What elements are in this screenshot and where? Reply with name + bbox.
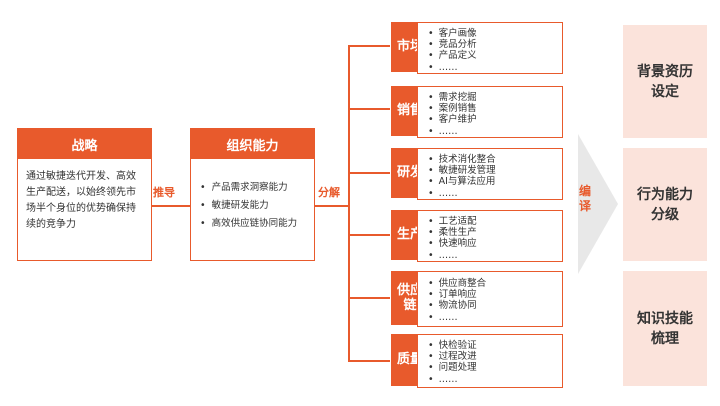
capability-item: 高效供应链协同能力 <box>200 215 314 233</box>
category-item: …… <box>428 188 562 199</box>
strategy-box: 战略 通过敏捷迭代开发、高效生产配送，以始终领先市场半个身位的优势确保持续的竞争… <box>17 128 152 261</box>
bracket-tick-rnd <box>348 172 390 174</box>
capability-box: 组织能力 产品需求洞察能力 敏捷研发能力 高效供应链协同能力 <box>190 128 315 261</box>
compile-arrow-shape <box>578 134 618 274</box>
connector-label-decompose: 分解 <box>318 186 340 199</box>
category-item: …… <box>428 62 562 73</box>
category-box-sales: 需求挖掘 案例销售 客户维护 …… <box>417 86 563 138</box>
category-item: 敏捷研发管理 <box>428 165 562 176</box>
connector-label-derive: 推导 <box>153 186 175 199</box>
category-box-supply-chain: 供应商整合 订单响应 物流协同 …… <box>417 271 563 327</box>
category-item: 柔性生产 <box>428 227 562 238</box>
compile-arrow-label: 编译 <box>578 184 591 213</box>
compile-arrow <box>578 134 618 274</box>
bracket-tick-sales <box>348 108 390 110</box>
category-item: 供应商整合 <box>428 278 562 289</box>
category-item: 问题处理 <box>428 362 562 373</box>
strategy-description: 通过敏捷迭代开发、高效生产配送，以始终领先市场半个身位的优势确保持续的竞争力 <box>26 171 136 230</box>
capability-list: 产品需求洞察能力 敏捷研发能力 高效供应链协同能力 <box>191 159 314 233</box>
category-box-rnd: 技术消化整合 敏捷研发管理 AI与算法应用 …… <box>417 148 563 200</box>
output-background-qualification: 背景资历设定 <box>623 25 707 138</box>
category-item: 竞品分析 <box>428 39 562 50</box>
capability-title: 组织能力 <box>191 129 314 159</box>
category-box-quality: 快检验证 过程改进 问题处理 …… <box>417 334 563 388</box>
category-box-production: 工艺适配 柔性生产 快速响应 …… <box>417 210 563 262</box>
connector-line-1 <box>152 205 190 207</box>
category-item: 快速响应 <box>428 238 562 249</box>
category-item: 客户维护 <box>428 114 562 125</box>
category-item: 快检验证 <box>428 340 562 351</box>
category-item: …… <box>428 126 562 137</box>
category-item: 案例销售 <box>428 103 562 114</box>
category-item: 订单响应 <box>428 289 562 300</box>
category-item: 过程改进 <box>428 351 562 362</box>
strategy-title: 战略 <box>18 129 151 159</box>
category-item: 工艺适配 <box>428 216 562 227</box>
connector-line-2 <box>315 205 349 207</box>
bracket-tick-market <box>348 45 390 47</box>
output-behavior-grading: 行为能力分级 <box>623 148 707 261</box>
category-box-market: 客户画像 竞品分析 产品定义 …… <box>417 22 563 74</box>
bracket-vertical <box>348 45 350 362</box>
category-item: 客户画像 <box>428 28 562 39</box>
bracket-tick-production <box>348 234 390 236</box>
bracket-tick-quality <box>348 360 390 362</box>
category-item: …… <box>428 250 562 261</box>
capability-item: 敏捷研发能力 <box>200 197 314 215</box>
category-item: 需求挖掘 <box>428 92 562 103</box>
category-item: 产品定义 <box>428 50 562 61</box>
category-item: 物流协同 <box>428 300 562 311</box>
capability-item: 产品需求洞察能力 <box>200 179 314 197</box>
category-item: AI与算法应用 <box>428 176 562 187</box>
category-item: …… <box>428 374 562 385</box>
category-item: 技术消化整合 <box>428 154 562 165</box>
category-item: …… <box>428 312 562 323</box>
output-knowledge-skills: 知识技能梳理 <box>623 271 707 386</box>
bracket-tick-supply <box>348 297 390 299</box>
